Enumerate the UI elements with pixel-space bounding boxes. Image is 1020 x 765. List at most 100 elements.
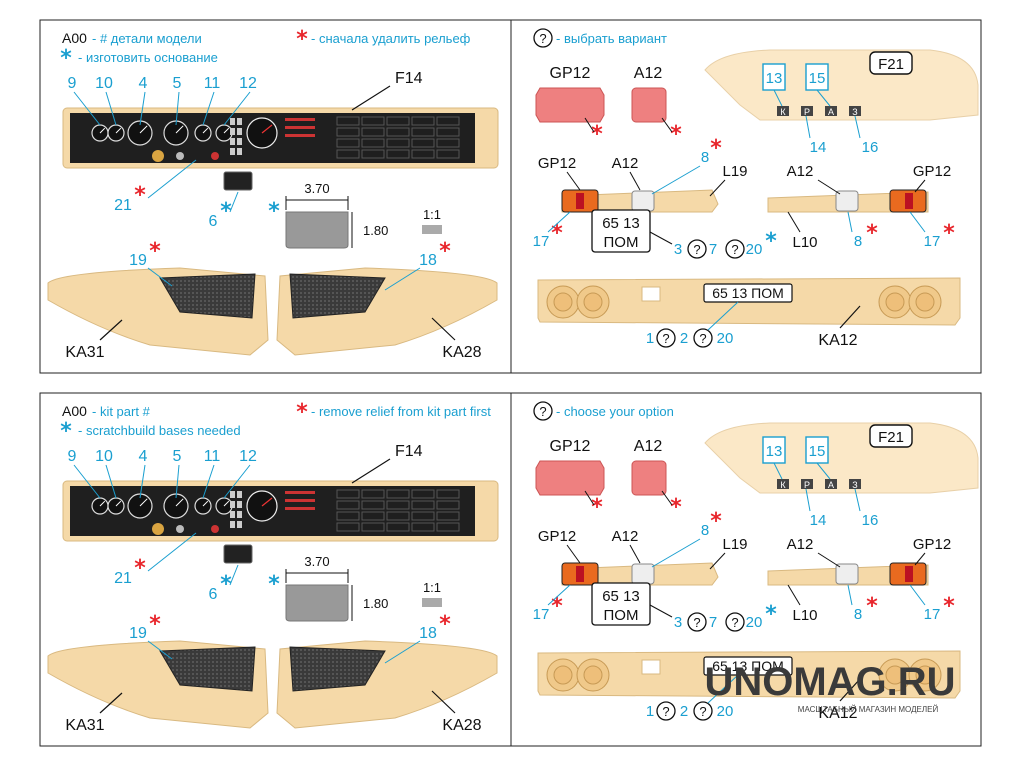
base-block <box>285 211 349 249</box>
button-icon <box>176 152 184 160</box>
left-vent-label: KA31 <box>65 717 104 734</box>
cab-letter-plate <box>801 106 813 116</box>
watermark-brand: UNOMAG.RU <box>704 660 955 704</box>
cab-letter-plate <box>849 479 861 489</box>
callout-5: 12 <box>239 75 257 92</box>
base-height: 1.80 <box>363 223 388 238</box>
dash-part-label: F14 <box>395 70 423 87</box>
kit-code: A00 <box>62 30 87 46</box>
grille-slot <box>361 511 385 521</box>
callout-0: 9 <box>68 75 77 92</box>
licence-plate <box>591 209 651 253</box>
knob-star-icon: * <box>134 556 146 581</box>
callout-2: 4 <box>139 75 148 92</box>
a-lamp-right <box>835 563 859 585</box>
switch-icon <box>237 491 242 498</box>
cab-letter: К <box>780 480 786 490</box>
callout-1: 10 <box>95 75 113 92</box>
right-vent-callout: 18 <box>419 625 437 642</box>
relief-text: - remove relief from kit part first <box>311 404 491 419</box>
grille-slot <box>336 149 360 159</box>
decal-a-star-icon: * <box>670 495 682 520</box>
switch-icon <box>237 511 242 518</box>
licence-plate <box>591 582 651 626</box>
leader-line <box>73 464 101 499</box>
callout-16: 16 <box>862 512 879 529</box>
grille-slot <box>386 149 410 159</box>
leader-line <box>787 211 801 233</box>
callout-3: 3 <box>674 241 682 258</box>
cab-part-label: F21 <box>878 429 904 446</box>
grille-slot <box>386 127 410 137</box>
lamp-8-left-star-icon: * <box>710 509 722 534</box>
speedometer-needle <box>261 497 273 507</box>
callout-2: 2 <box>680 703 688 720</box>
question-circle <box>693 328 713 348</box>
leader-line <box>351 458 391 484</box>
leader-line <box>351 85 391 111</box>
callout-1: 1 <box>646 330 654 347</box>
question-option-icon: ? <box>693 328 713 348</box>
question-option-icon: ? <box>725 239 745 259</box>
right-grille <box>289 273 386 319</box>
grille-slot <box>361 127 385 137</box>
question-circle <box>687 239 707 259</box>
bumper-slot <box>641 659 661 675</box>
leader-line <box>909 211 926 233</box>
left-grille <box>159 273 256 319</box>
decal-gp-label: GP12 <box>550 65 591 82</box>
leader-line <box>566 544 581 564</box>
grille-slot <box>361 138 385 148</box>
warning-strip <box>285 134 315 137</box>
bumper-plate <box>703 656 793 676</box>
cab-letter-plate <box>849 106 861 116</box>
callout-17-right: 17 <box>924 606 941 623</box>
grille-slot <box>411 511 435 521</box>
leader-line <box>817 179 841 195</box>
scratch-text: - scratchbuild bases needed <box>78 423 241 438</box>
right-vent-star-icon: * <box>439 239 451 264</box>
scratch-star-icon: * <box>60 46 72 71</box>
leader-line <box>629 544 641 564</box>
callout-20b: 20 <box>717 330 734 347</box>
decal-gp <box>535 460 605 496</box>
bumper-plate-text: 65 13 ПОМ <box>712 658 784 674</box>
gp-lamp-right-lens <box>905 566 913 582</box>
gauge-needle <box>175 498 184 507</box>
lamp-bar-right-label: L10 <box>792 607 817 624</box>
watermark-tagline: МАСШТАБНЫЙ МАГАЗИН МОДЕЛЕЙ <box>798 705 939 714</box>
gauge-needle <box>223 500 230 507</box>
question-circle <box>693 701 713 721</box>
leader-line <box>661 117 673 133</box>
instruction-panel-1: A00 - # детали модели* - изготовить осно… <box>39 19 982 374</box>
leader-line <box>175 91 180 126</box>
grille-slot <box>336 511 360 521</box>
headlight-inner <box>583 665 603 685</box>
leader-line <box>202 464 215 499</box>
question-option-icon: ? <box>656 701 676 721</box>
plate-star-icon: * <box>765 602 777 627</box>
grille-slot <box>361 489 385 499</box>
dash-part-label: F14 <box>395 443 423 460</box>
leader-line <box>147 640 173 660</box>
leader-line <box>839 678 861 702</box>
gauge-needle <box>115 127 122 134</box>
lamp-a-left-label: A12 <box>612 155 639 172</box>
left-vent-callout: 19 <box>129 252 147 269</box>
knob-icon <box>152 150 164 162</box>
leader-line <box>651 538 701 568</box>
right-vent-star-icon: * <box>439 612 451 637</box>
clip-star-icon: * <box>220 572 232 597</box>
grille-slot <box>386 500 410 510</box>
question-mark: ? <box>731 242 738 257</box>
grille-slot <box>361 116 385 126</box>
callout-8-left: 8 <box>701 522 709 539</box>
grille-slot <box>386 511 410 521</box>
cab-letter: К <box>780 107 786 117</box>
callout-8-right: 8 <box>854 233 862 250</box>
base-block <box>285 584 349 622</box>
leader-line <box>651 165 701 195</box>
leader-line <box>202 91 215 126</box>
a-lamp-left <box>631 190 655 212</box>
grille-slot <box>336 489 360 499</box>
